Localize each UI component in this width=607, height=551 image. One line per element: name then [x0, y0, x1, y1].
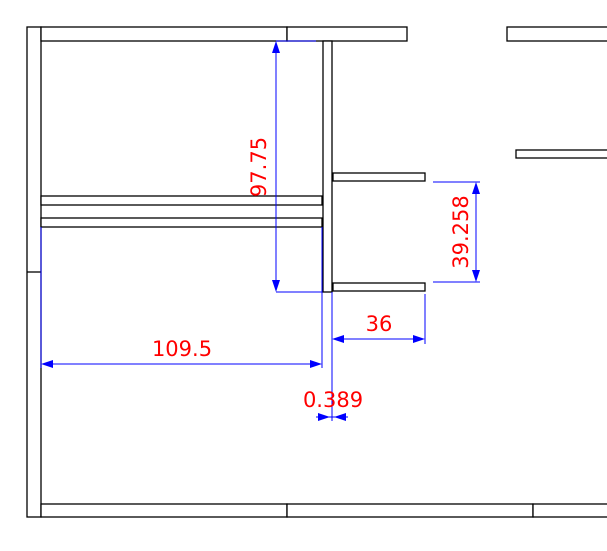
- dimension-drawer-spacing: 39.258: [433, 181, 480, 283]
- dimension-label-panel-gap: 0.389: [303, 388, 363, 412]
- dimension-shelf-width: 109.5: [40, 227, 323, 368]
- dimension-label-shelf-height: 97.75: [247, 137, 271, 197]
- bottom-rail-right: [532, 503, 607, 518]
- shelf-upper: [40, 195, 323, 206]
- dimension-drawer-depth: 36: [331, 294, 426, 344]
- drawer-runner-upper: [332, 172, 426, 182]
- dimension-label-drawer-depth: 36: [366, 312, 393, 336]
- center-divider-panel: [322, 40, 333, 293]
- dimension-shelf-height: 97.75: [247, 40, 322, 293]
- top-rail-right: [506, 26, 607, 42]
- top-rail-left: [40, 26, 288, 42]
- dimension-panel-gap: 0.389: [303, 292, 363, 421]
- top-rail-middle: [286, 26, 408, 42]
- shelf-lower: [40, 217, 323, 228]
- cabinet-parts: [26, 26, 607, 518]
- bottom-rail-middle: [286, 503, 534, 518]
- dimension-label-drawer-spacing: 39.258: [449, 195, 473, 268]
- bottom-rail-left: [40, 503, 288, 518]
- right-shelf: [515, 149, 607, 159]
- dimension-label-shelf-width: 109.5: [152, 337, 212, 361]
- drawer-runner-lower: [332, 282, 426, 292]
